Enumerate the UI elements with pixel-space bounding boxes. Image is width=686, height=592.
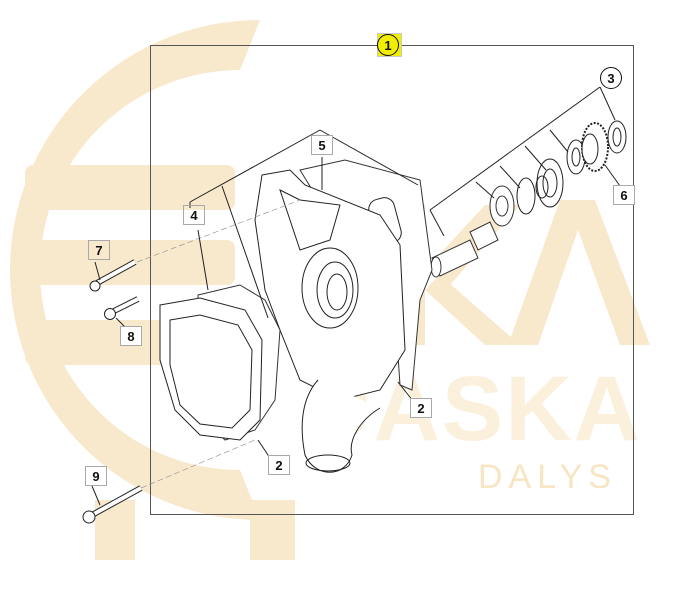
callout-7[interactable]: 7: [88, 240, 110, 260]
seal: [489, 185, 515, 227]
callout-1[interactable]: 1: [377, 34, 399, 56]
gear: [581, 122, 609, 172]
callout-3[interactable]: 3: [600, 67, 622, 89]
callout-6[interactable]: 6: [613, 185, 635, 205]
callout-2-cover[interactable]: 2: [268, 455, 290, 475]
callout-2-body[interactable]: 2: [410, 398, 432, 418]
svg-text:DALYS: DALYS: [478, 458, 617, 496]
callout-4[interactable]: 4: [183, 205, 205, 225]
snap-ring: [516, 177, 536, 215]
bearing: [535, 158, 564, 208]
bolt-8: [104, 296, 140, 320]
outer-washer: [607, 120, 627, 154]
callout-8[interactable]: 8: [120, 326, 142, 346]
bolt-7: [89, 259, 137, 292]
shaft: [430, 221, 499, 278]
callout-5[interactable]: 5: [311, 135, 333, 155]
callout-9[interactable]: 9: [85, 466, 107, 486]
bolt-9: [82, 485, 143, 524]
